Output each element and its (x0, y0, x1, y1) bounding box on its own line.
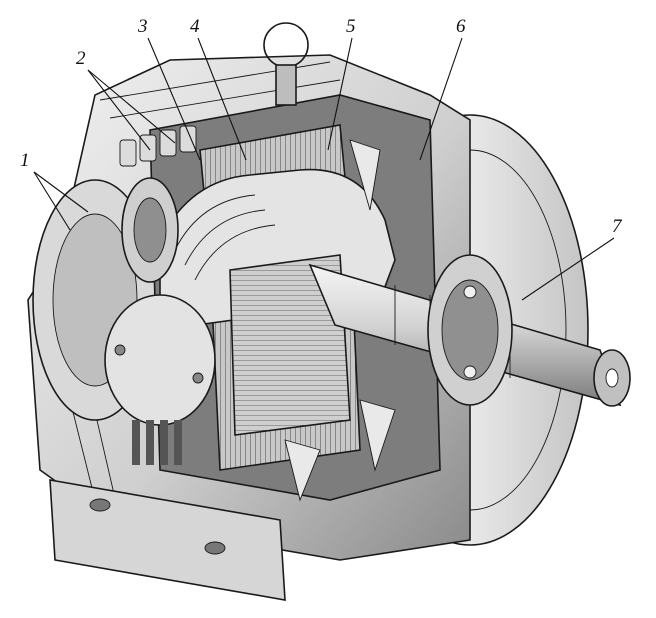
callout-4: 4 (190, 16, 200, 37)
mounting-feet (49, 479, 286, 601)
callout-labels: 1 2 3 4 5 6 7 (20, 16, 623, 237)
rear-bearing (427, 254, 513, 406)
callout-6: 6 (456, 16, 466, 37)
callout-2: 2 (76, 48, 86, 69)
lifting-eye-bolt (263, 22, 309, 106)
callout-7: 7 (612, 216, 623, 237)
callout-1: 1 (20, 150, 30, 171)
callout-3: 3 (137, 16, 148, 37)
terminal-leads (132, 420, 182, 465)
rotor-core (229, 254, 351, 436)
leader-lines (33, 37, 615, 301)
slip-rings (121, 177, 179, 283)
cooling-fan (284, 139, 396, 502)
callout-5: 5 (346, 16, 356, 37)
terminal-box (104, 294, 216, 465)
